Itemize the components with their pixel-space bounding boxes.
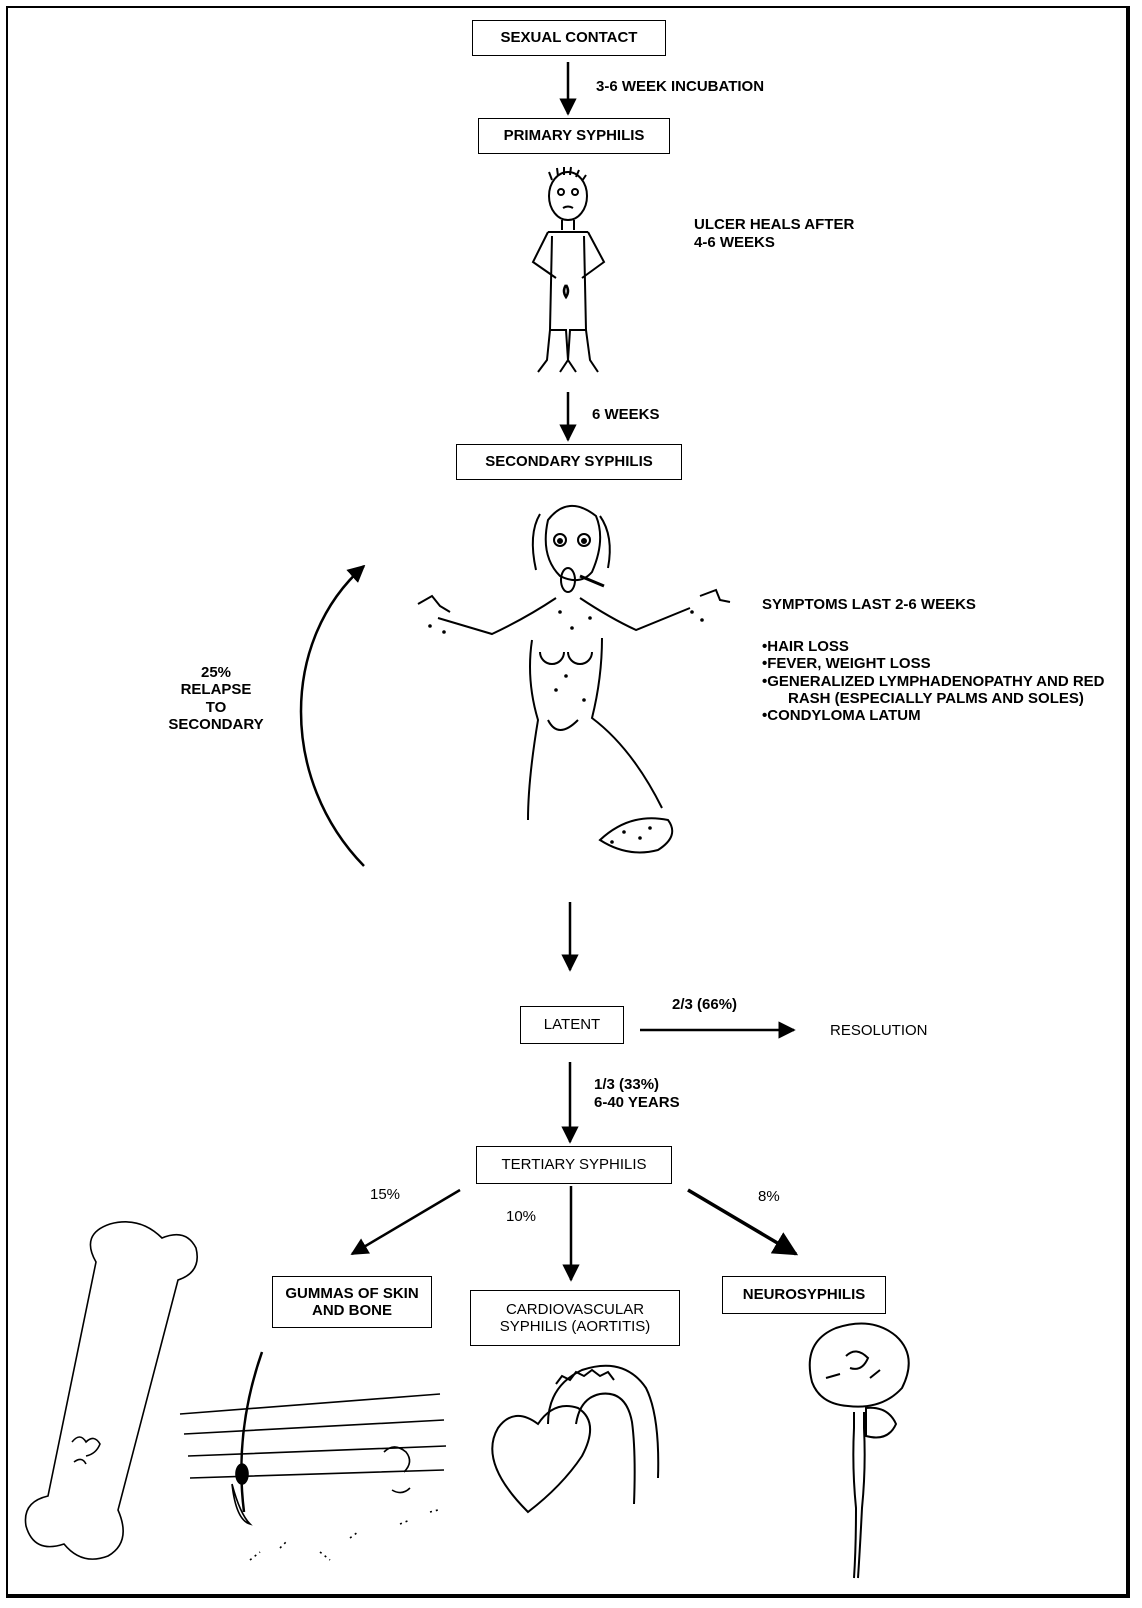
secondary-figure-illustration (417, 505, 731, 854)
six-weeks-label: 6 WEEKS (592, 406, 660, 423)
primary-syphilis-box: PRIMARY SYPHILIS (478, 118, 670, 154)
resolution-label: RESOLUTION (830, 1022, 928, 1039)
primary-figure-illustration (531, 166, 606, 373)
arrow-tertiary-to-neuro (687, 1188, 799, 1256)
incubation-label: 3-6 WEEK INCUBATION (596, 78, 765, 95)
latent-box: LATENT (520, 1006, 624, 1044)
sexual-contact-box: SEXUAL CONTACT (472, 20, 666, 56)
relapse-secondary: SECONDARY (168, 715, 264, 733)
tertiary-syphilis-box: TERTIARY SYPHILIS (476, 1146, 672, 1184)
gummas-box: GUMMAS OF SKIN AND BONE (272, 1276, 432, 1328)
resolution-pct-label: 2/3 (66%) (672, 996, 738, 1013)
skin-illustration (179, 1351, 447, 1561)
relapse-word: RELAPSE (180, 681, 252, 699)
heart-aorta-illustration (491, 1364, 660, 1514)
symptom-item: •HAIR LOSS (762, 638, 849, 655)
relapse-to: TO (205, 698, 227, 716)
bone-illustration (24, 1221, 198, 1560)
cardio-pct-label: 10% (506, 1208, 537, 1225)
symptoms-duration-label: SYMPTOMS LAST 2-6 WEEKS (762, 596, 976, 613)
neurosyphilis-box: NEUROSYPHILIS (722, 1276, 886, 1314)
relapse-pct: 25% (200, 664, 232, 681)
ulcer-heals-label-line1: ULCER HEALS AFTER (694, 216, 855, 233)
tertiary-years-label: 6-40 YEARS (594, 1094, 680, 1111)
secondary-symptoms-list: •HAIR LOSS •FEVER, WEIGHT LOSS •GENERALI… (762, 638, 1132, 724)
relapse-arrow (299, 564, 366, 867)
relapse-label: 25% RELAPSE TO SECONDARY (156, 664, 276, 733)
symptom-item: •GENERALIZED LYMPHADENOPATHY AND RED RAS… (762, 672, 1105, 707)
secondary-syphilis-box: SECONDARY SYPHILIS (456, 444, 682, 480)
ulcer-heals-label-line2: 4-6 WEEKS (694, 234, 775, 251)
gummas-pct-label: 15% (370, 1186, 401, 1203)
tertiary-pct-label: 1/3 (33%) (594, 1076, 660, 1093)
arrow-tertiary-to-gummas (350, 1188, 461, 1256)
cardiovascular-box: CARDIOVASCULAR SYPHILIS (AORTITIS) (470, 1290, 680, 1346)
symptom-item: •CONDYLOMA LATUM (762, 707, 921, 724)
brain-illustration (808, 1322, 910, 1579)
symptom-item: •FEVER, WEIGHT LOSS (762, 655, 931, 673)
neuro-pct-label: 8% (758, 1188, 780, 1205)
page-border (6, 6, 1130, 1598)
